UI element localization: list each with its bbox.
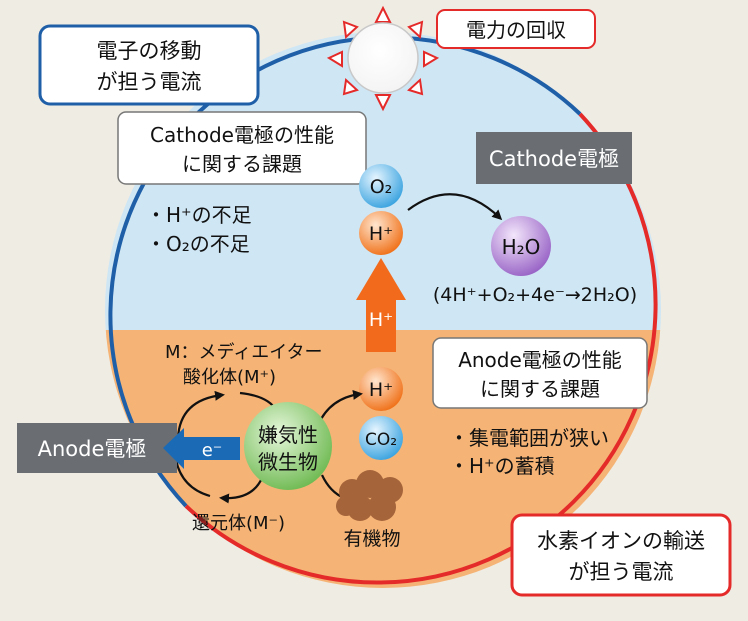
microbe-label-line1: 嫌気性 [258, 423, 318, 447]
proton-current-line1: 水素イオンの輸送 [537, 529, 705, 553]
cathode-issues-title-line1: Cathode電極の性能 [150, 123, 334, 147]
h-plus-label: H⁺ [369, 223, 393, 245]
mediator-cycle-arrow-up [176, 390, 225, 439]
organic-matter-label: 有機物 [343, 528, 400, 550]
proton-flow-arrow: H⁺ [356, 258, 406, 352]
mediator-cycle-arc [174, 459, 211, 498]
electron-current-line2: が担う電流 [97, 70, 202, 94]
cathode-issue-item: ・O₂の不足 [146, 232, 250, 256]
proton-current-line2: が担う電流 [569, 560, 674, 584]
power-recovery-callout: 電力の回収 [436, 9, 596, 49]
anode-electrode-label: Anode電極 [38, 437, 147, 461]
anode-issues-title-line2: に関する課題 [480, 377, 600, 401]
mediator-oxidized-label: 酸化体(M⁺) [183, 367, 276, 388]
proton-current-callout: 水素イオンの輸送 が担う電流 [510, 513, 732, 597]
co2-label: CO₂ [365, 430, 397, 450]
co2-molecule: CO₂ [359, 416, 403, 460]
anode-issue-item: ・集電範囲が狭い [449, 426, 609, 450]
cathode-issue-item: ・H⁺の不足 [146, 203, 252, 227]
cathode-reaction: (4H⁺+O₂+4e⁻→2H₂O) [433, 284, 637, 306]
to-water-arrow [407, 193, 503, 221]
anode-electrode: Anode電極 [17, 423, 177, 473]
h2o-label: H₂O [502, 235, 541, 259]
cathode-electrode-label: Cathode電極 [489, 147, 619, 171]
electron-label: e⁻ [202, 440, 223, 461]
anaerobic-microbe: 嫌気性 微生物 [244, 402, 332, 490]
mediator-reduced-label: 還元体(M⁻) [192, 513, 285, 534]
mediator-label: M：メディエイター [165, 342, 323, 363]
electron-flow-arrow: e⁻ [163, 428, 240, 469]
o2-label: O₂ [370, 176, 393, 198]
power-recovery-label: 電力の回収 [466, 18, 566, 42]
h-plus-label: H⁺ [369, 379, 393, 401]
microbe-label-line2: 微生物 [258, 450, 318, 474]
h2o-molecule: H₂O [491, 216, 551, 276]
organic-matter-icon [336, 470, 403, 521]
mediator-cycle-arrow-down [219, 477, 264, 504]
anode-issues-title-line1: Anode電極の性能 [458, 348, 622, 372]
sun-icon [326, 5, 440, 112]
h-plus-ion-cathode: H⁺ [359, 211, 403, 255]
anode-issue-item: ・H⁺の蓄積 [449, 454, 555, 478]
electron-current-callout: 電子の移動 が担う電流 [38, 24, 260, 106]
o2-molecule: O₂ [359, 164, 403, 208]
cathode-issues-callout: Cathode電極の性能 に関する課題 [117, 111, 367, 185]
h-plus-ion-anode: H⁺ [359, 367, 403, 411]
electron-current-line1: 電子の移動 [97, 39, 202, 63]
proton-flow-label: H⁺ [369, 309, 393, 331]
cathode-electrode: Cathode電極 [476, 132, 632, 184]
anode-issues-callout: Anode電極の性能 に関する課題 [432, 337, 648, 409]
cathode-issues-title-line2: に関する課題 [182, 152, 302, 176]
proton-current-rim [184, 112, 658, 585]
